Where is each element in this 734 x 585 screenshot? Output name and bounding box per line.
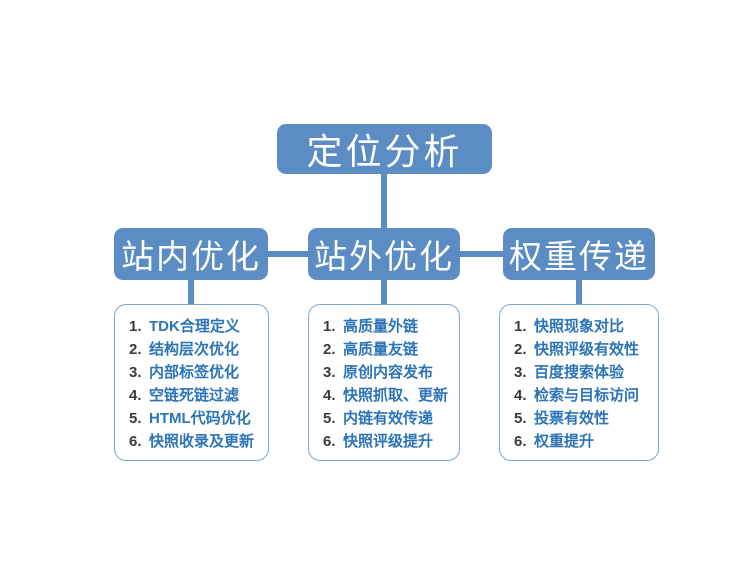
node-root-label: 定位分析 (306, 131, 463, 172)
list-item-text: 快照评级提升 (343, 433, 434, 450)
list-item-text: 原创内容发布 (343, 364, 434, 381)
list-item-number: 4. (129, 387, 142, 404)
list-item-text: 内部标签优化 (149, 364, 240, 381)
list-item[interactable]: 6. 权重提升 (514, 430, 658, 453)
list-card-3-items: 1. 快照现象对比 2. 快照评级有效性 3. 百度搜索体验 4. 检索与目标访… (500, 315, 658, 453)
list-item[interactable]: 2. 快照评级有效性 (514, 338, 658, 361)
list-item-text: 检索与目标访问 (534, 387, 640, 404)
list-card-1: 1. TDK合理定义 2. 结构层次优化 3. 内部标签优化 4. 空链死链过滤… (114, 304, 269, 461)
list-item[interactable]: 4. 快照抓取、更新 (323, 384, 459, 407)
connector-root-to-branches-vertical (381, 172, 387, 230)
list-item-text: 百度搜索体验 (534, 364, 625, 381)
connector-branch1-to-list1 (188, 278, 194, 306)
list-item[interactable]: 5. 内链有效传递 (323, 407, 459, 430)
list-item[interactable]: 2. 高质量友链 (323, 338, 459, 361)
node-branch-3[interactable]: 权重传递 (503, 228, 655, 280)
list-item-number: 1. (129, 318, 142, 335)
list-item-text: TDK合理定义 (149, 318, 240, 335)
node-root[interactable]: 定位分析 (277, 124, 492, 174)
list-item-number: 3. (129, 364, 142, 381)
connector-branch3-to-list3 (576, 278, 582, 306)
list-item-number: 3. (323, 364, 336, 381)
list-item-number: 2. (514, 341, 527, 358)
list-item-text: 空链死链过滤 (149, 387, 240, 404)
list-item[interactable]: 5. 投票有效性 (514, 407, 658, 430)
list-item-text: 结构层次优化 (149, 341, 240, 358)
list-item[interactable]: 5. HTML代码优化 (129, 407, 268, 430)
list-item-text: 高质量友链 (343, 341, 419, 358)
list-item-number: 1. (514, 318, 527, 335)
list-item-text: 投票有效性 (534, 410, 610, 427)
list-item-text: 快照抓取、更新 (343, 387, 449, 404)
list-item-number: 6. (323, 433, 336, 450)
list-item[interactable]: 1. TDK合理定义 (129, 315, 268, 338)
node-branch-1-label: 站内优化 (121, 238, 261, 275)
connector-branch2-to-branch3 (454, 251, 506, 257)
list-item[interactable]: 3. 内部标签优化 (129, 361, 268, 384)
list-card-2: 1. 高质量外链 2. 高质量友链 3. 原创内容发布 4. 快照抓取、更新 5… (308, 304, 460, 461)
list-item[interactable]: 3. 原创内容发布 (323, 361, 459, 384)
node-branch-2-label: 站外优化 (314, 238, 454, 275)
list-card-1-items: 1. TDK合理定义 2. 结构层次优化 3. 内部标签优化 4. 空链死链过滤… (115, 315, 268, 453)
list-item-text: 快照现象对比 (534, 318, 625, 335)
connector-branch2-to-list2 (381, 278, 387, 306)
node-branch-3-label: 权重传递 (509, 238, 649, 275)
list-item-number: 5. (129, 410, 142, 427)
list-item[interactable]: 6. 快照收录及更新 (129, 430, 268, 453)
list-item-text: 快照收录及更新 (149, 433, 255, 450)
list-item-text: 内链有效传递 (343, 410, 434, 427)
connector-branch1-to-branch2 (265, 251, 315, 257)
node-branch-2[interactable]: 站外优化 (308, 228, 460, 280)
list-item-number: 3. (514, 364, 527, 381)
list-item[interactable]: 4. 检索与目标访问 (514, 384, 658, 407)
list-item-number: 1. (323, 318, 336, 335)
list-item-text: HTML代码优化 (149, 410, 251, 427)
node-branch-1[interactable]: 站内优化 (114, 228, 268, 280)
list-item-number: 6. (514, 433, 527, 450)
list-item-number: 5. (323, 410, 336, 427)
list-item-number: 2. (323, 341, 336, 358)
list-item[interactable]: 2. 结构层次优化 (129, 338, 268, 361)
list-item[interactable]: 1. 高质量外链 (323, 315, 459, 338)
list-item[interactable]: 4. 空链死链过滤 (129, 384, 268, 407)
list-card-3: 1. 快照现象对比 2. 快照评级有效性 3. 百度搜索体验 4. 检索与目标访… (499, 304, 659, 461)
list-item-number: 4. (323, 387, 336, 404)
list-card-2-items: 1. 高质量外链 2. 高质量友链 3. 原创内容发布 4. 快照抓取、更新 5… (309, 315, 459, 453)
list-item-number: 4. (514, 387, 527, 404)
list-item-number: 2. (129, 341, 142, 358)
list-item-text: 权重提升 (534, 433, 595, 450)
list-item-number: 5. (514, 410, 527, 427)
list-item[interactable]: 6. 快照评级提升 (323, 430, 459, 453)
list-item[interactable]: 1. 快照现象对比 (514, 315, 658, 338)
list-item-text: 快照评级有效性 (534, 341, 640, 358)
list-item-text: 高质量外链 (343, 318, 419, 335)
list-item-number: 6. (129, 433, 142, 450)
list-item[interactable]: 3. 百度搜索体验 (514, 361, 658, 384)
